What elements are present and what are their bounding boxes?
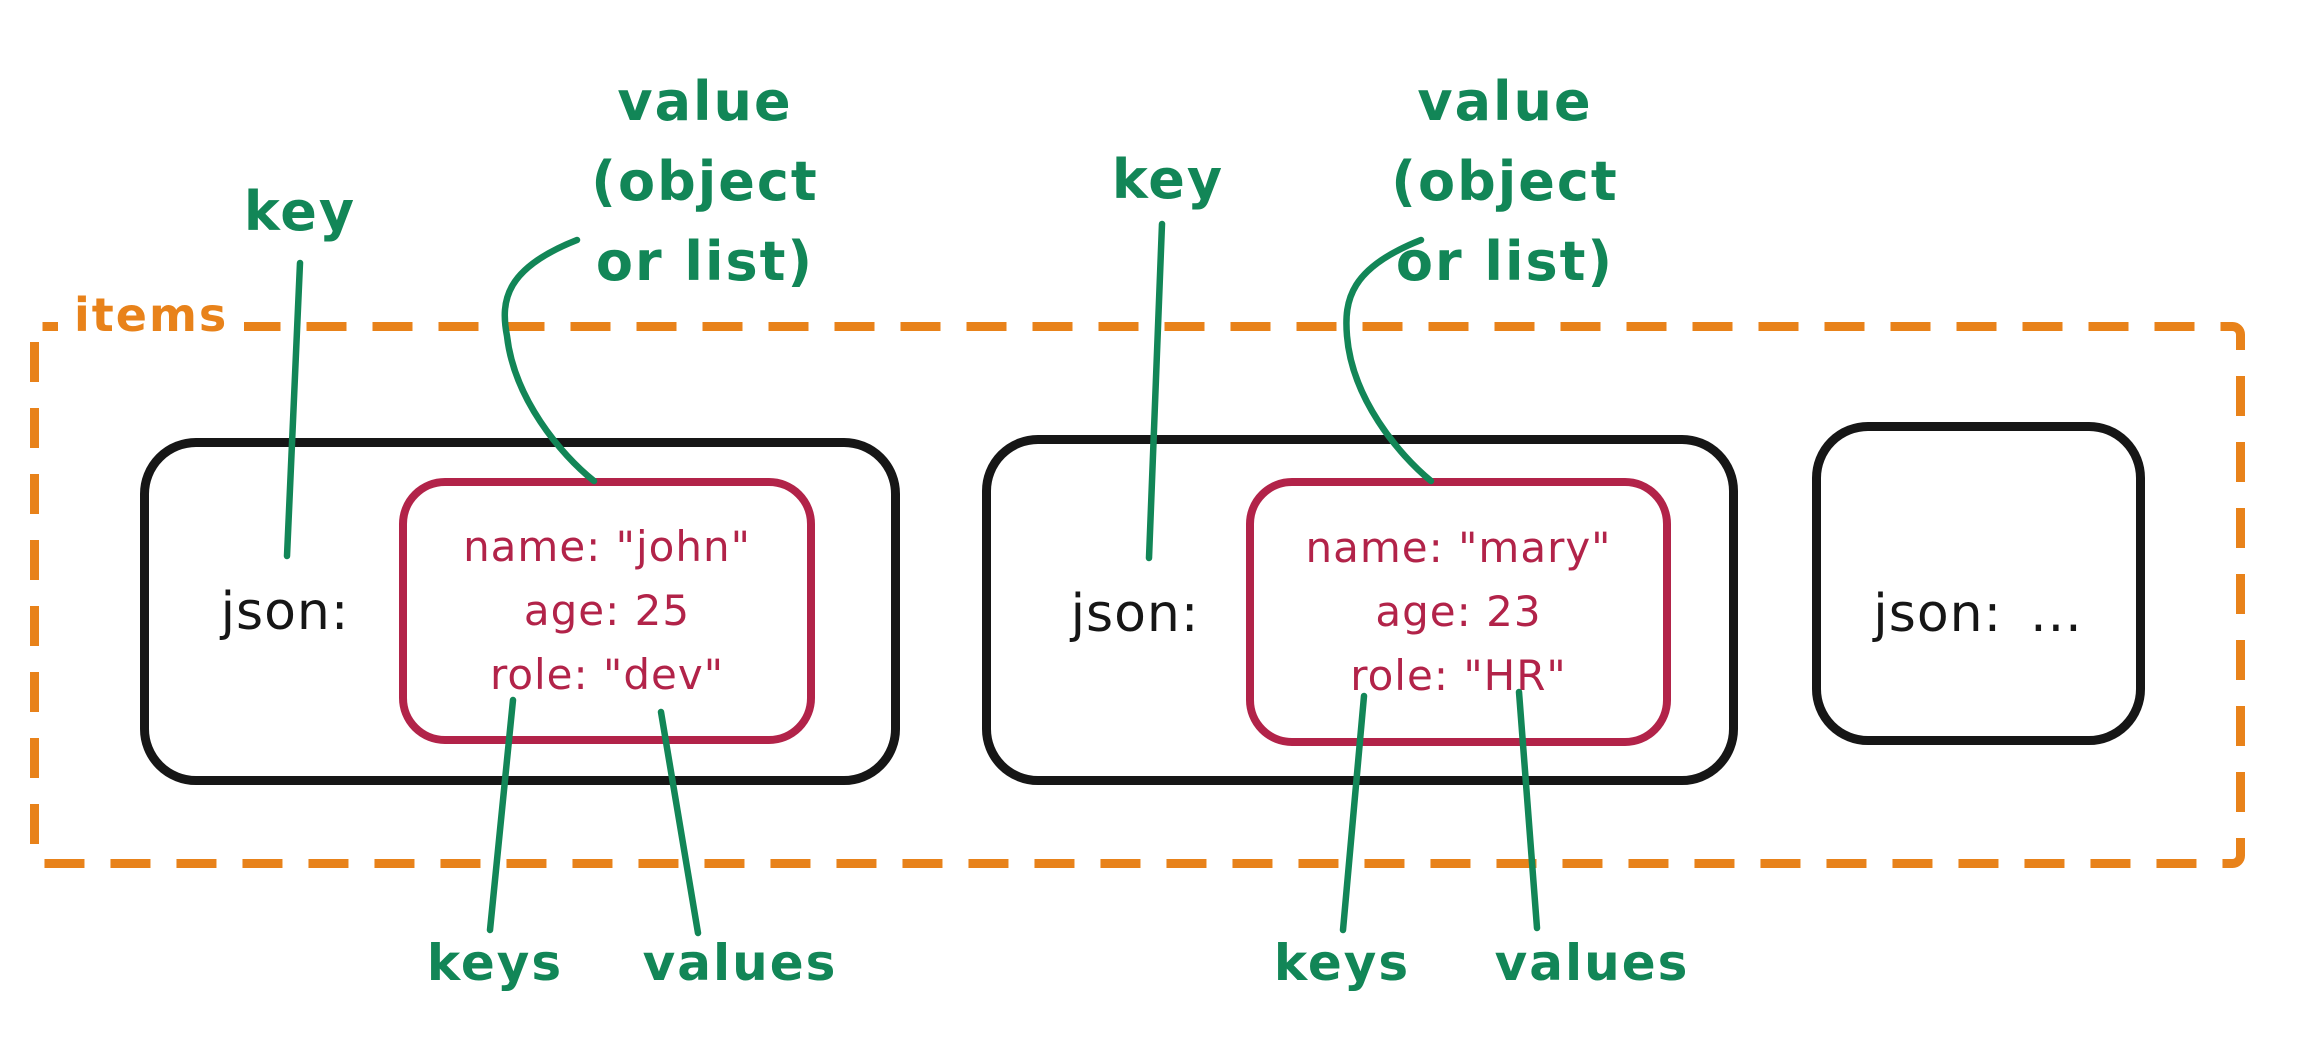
dict-field-line: name: "john"	[463, 522, 751, 571]
card-3-json-key-text: json:	[1873, 584, 2003, 644]
dict-field-line: role: "HR"	[1350, 651, 1567, 700]
dict-field-line: role: "dev"	[489, 650, 725, 699]
dict-field-line: name: "mary"	[1305, 523, 1612, 572]
card-2-dict-value-box: name: "mary" age: 23 role: "HR"	[1246, 478, 1671, 746]
card-1-json-key-label: json:	[220, 582, 350, 642]
card-1-dict-value-box: name: "john" age: 25 role: "dev"	[399, 478, 815, 744]
card-3-ellipsis: ...	[2030, 584, 2083, 644]
dict-field-line: age: 23	[1375, 587, 1542, 636]
dict-field-line: age: 25	[523, 586, 691, 635]
card-3-json-key-label: json:...	[1828, 584, 2128, 644]
card-2-json-key-label: json:	[1070, 584, 1200, 644]
